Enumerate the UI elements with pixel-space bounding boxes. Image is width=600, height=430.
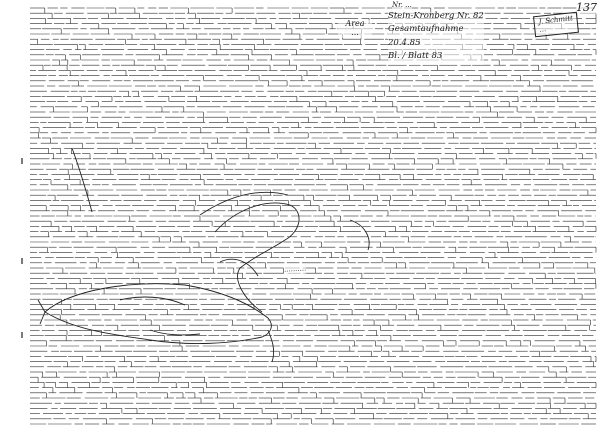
- title-line: Bl. / Blatt 83: [388, 51, 443, 62]
- title-line: Gesamtaufnahme: [388, 24, 464, 35]
- title-line: 20.4.85: [388, 37, 421, 48]
- tag-line: ...: [351, 27, 359, 37]
- hatch-lines: [30, 7, 597, 425]
- title-block: Stein-Kronberg Nr. 82 Gesamtaufnahme 20.…: [388, 11, 484, 66]
- page-number: 137: [576, 1, 597, 15]
- tag-area: Area ...: [338, 19, 372, 38]
- title-line: Stein-Kronberg Nr. 82: [388, 11, 484, 21]
- tag-line: Area: [345, 19, 365, 28]
- top-note: Nr. ...: [392, 1, 412, 10]
- mid-note: ..........: [283, 264, 307, 275]
